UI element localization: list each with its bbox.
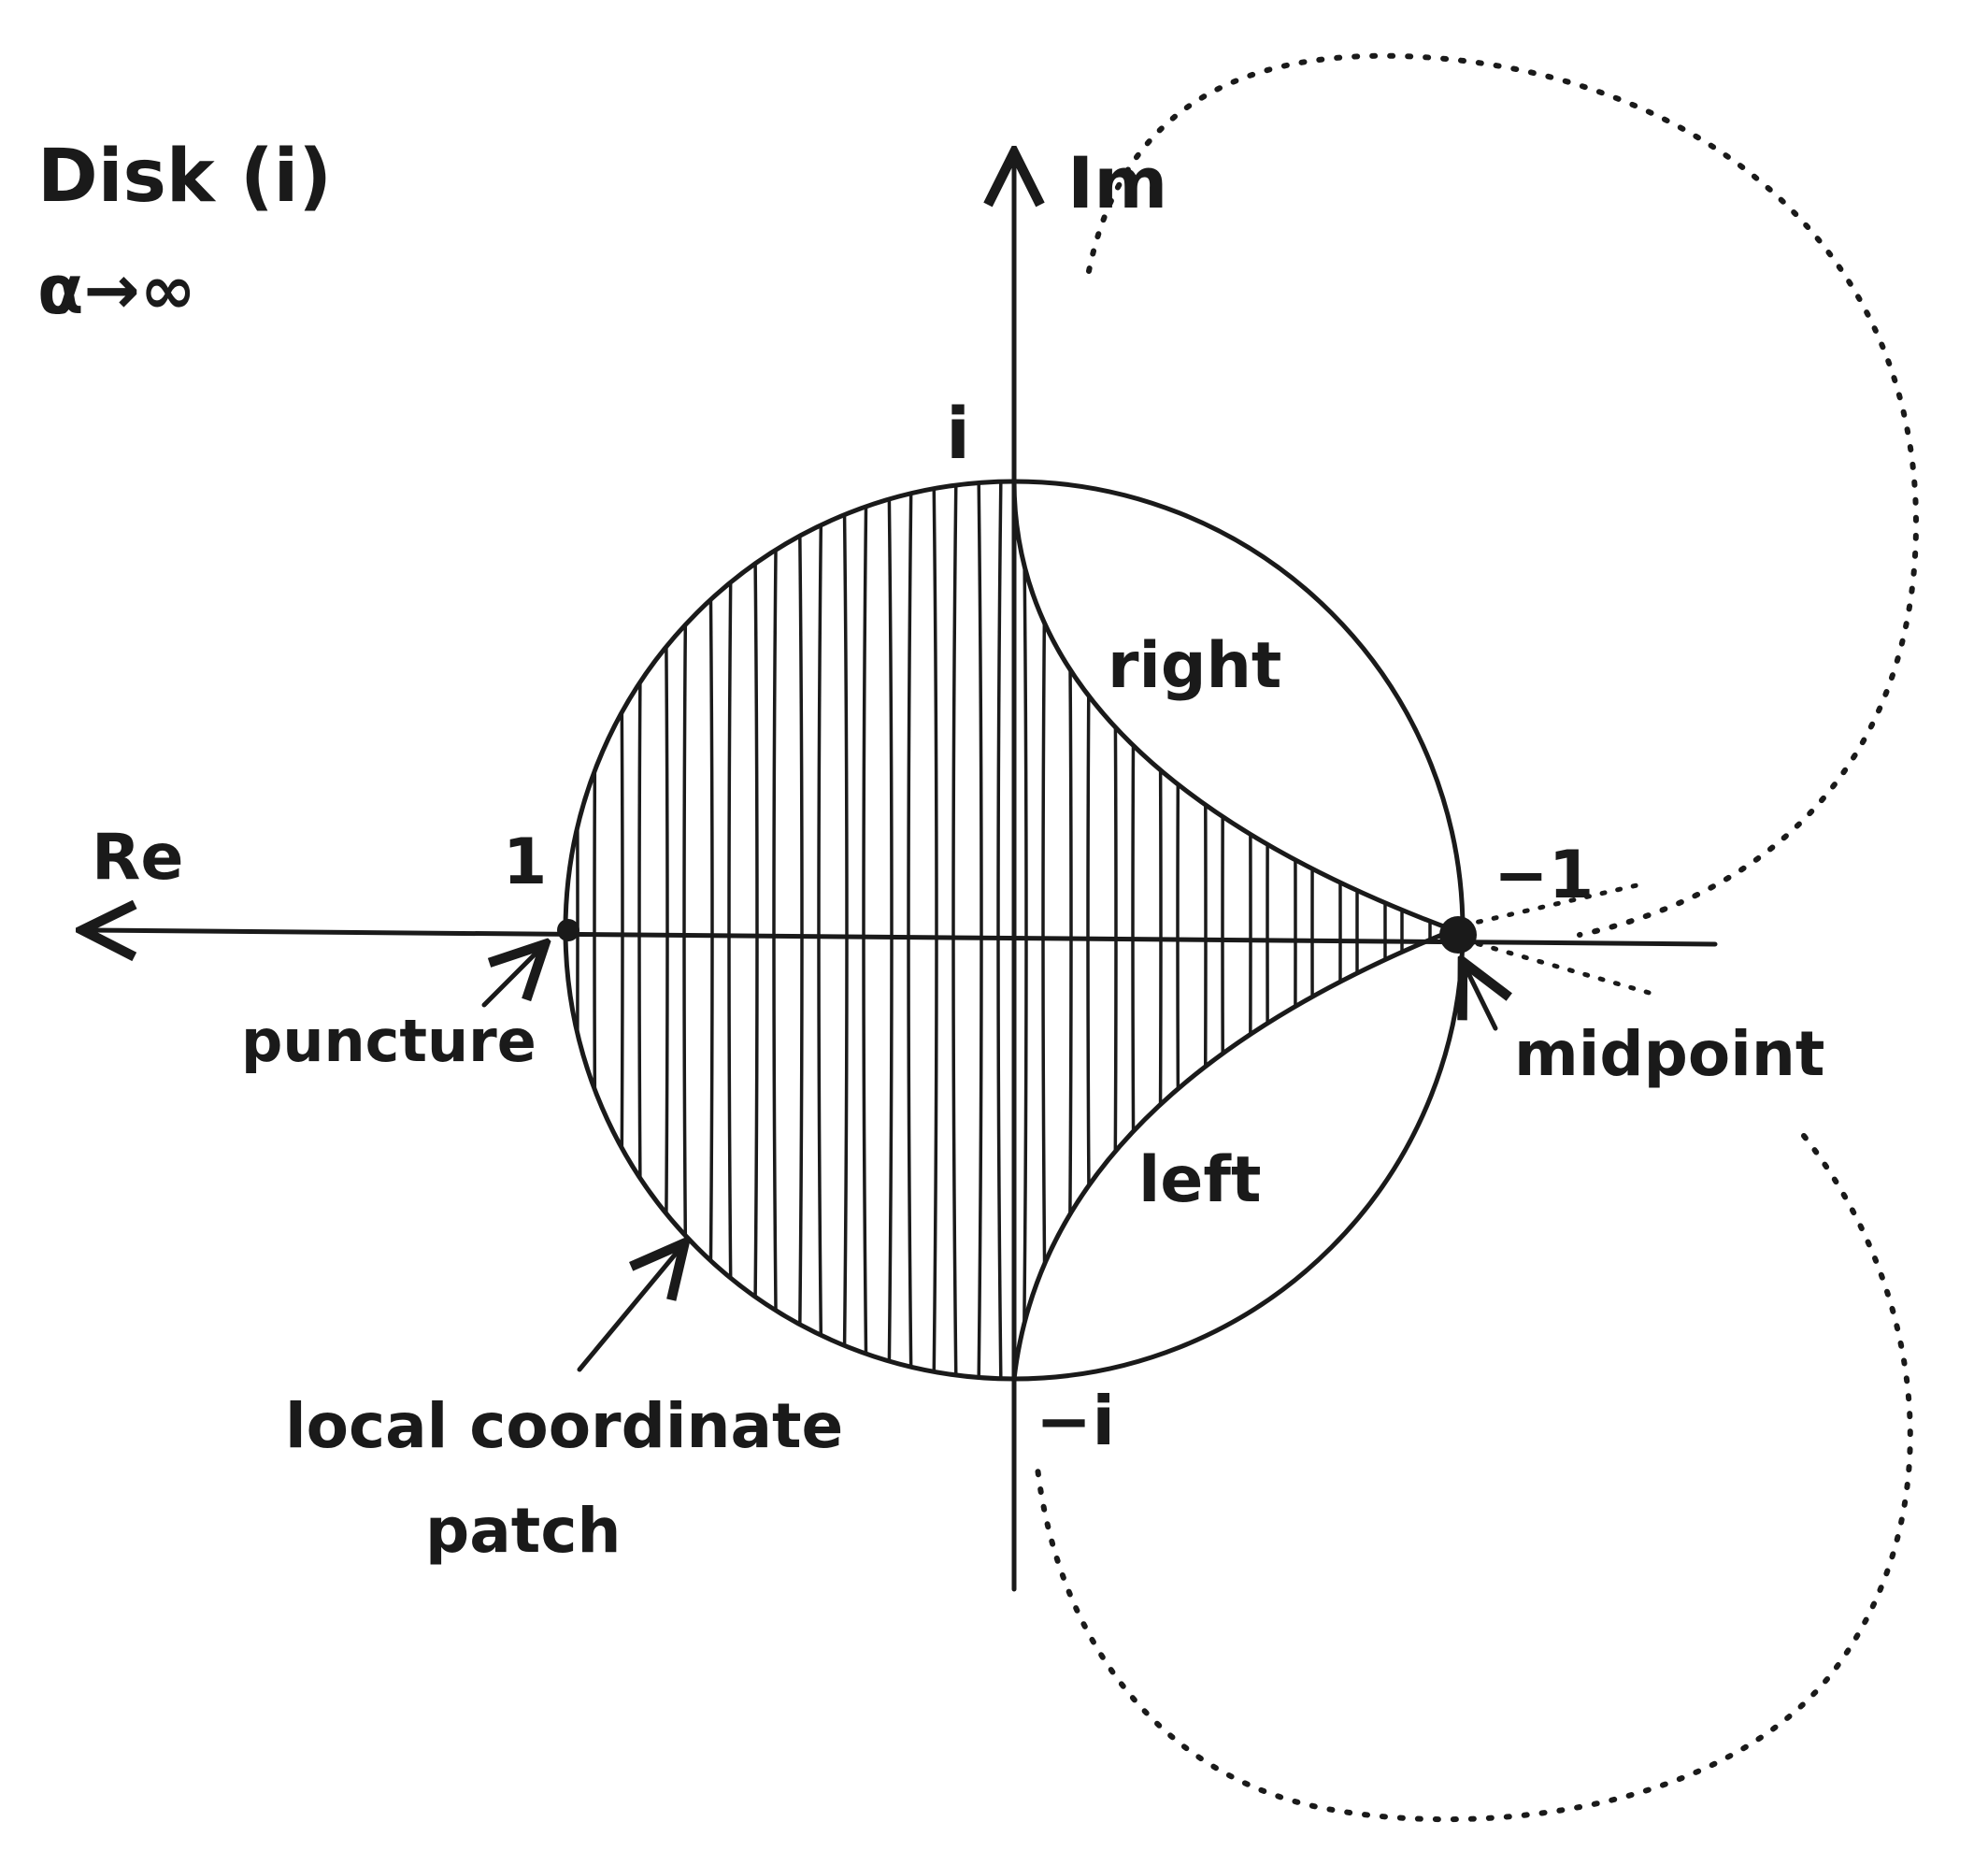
local-patch-label-line2: patch bbox=[425, 1495, 621, 1567]
hatch-line bbox=[1086, 481, 1093, 1379]
hatch-line bbox=[977, 481, 983, 1379]
point-one-label: 1 bbox=[503, 825, 547, 899]
hatch-line bbox=[1041, 481, 1048, 1379]
dotted-lower-circle bbox=[1035, 1133, 1913, 1823]
hatch-line bbox=[663, 481, 669, 1379]
hatch-line bbox=[996, 481, 1003, 1379]
hatch-line bbox=[752, 481, 759, 1379]
hatch-line bbox=[887, 481, 894, 1379]
hatch-line bbox=[1336, 481, 1342, 1379]
hatch-line bbox=[797, 481, 804, 1379]
point-minus-one-label: −1 bbox=[1494, 837, 1594, 913]
hatch-line bbox=[817, 481, 823, 1379]
hatch-line bbox=[1380, 481, 1387, 1379]
puncture-point bbox=[557, 919, 579, 941]
hatch-line bbox=[1022, 481, 1028, 1379]
local-patch-arrow bbox=[577, 1248, 680, 1372]
midpoint-point bbox=[1439, 916, 1477, 954]
point-i-label: i bbox=[946, 392, 970, 475]
dotted-upper-circle bbox=[1086, 52, 1919, 938]
imaginary-axis-label: Im bbox=[1067, 141, 1167, 224]
hatch-line bbox=[1246, 481, 1252, 1379]
dotted-tail-lower bbox=[1460, 937, 1662, 998]
hatch-line bbox=[1066, 481, 1073, 1379]
puncture-arrow bbox=[481, 949, 540, 1008]
midpoint-label: midpoint bbox=[1514, 1018, 1824, 1090]
puncture-label: puncture bbox=[241, 1007, 536, 1075]
hatch-line bbox=[1400, 481, 1407, 1379]
hatch-line bbox=[951, 481, 958, 1379]
hatch-line bbox=[727, 481, 734, 1379]
left-region-boundary bbox=[1011, 927, 1456, 1382]
left-region-label: left bbox=[1138, 1143, 1262, 1217]
hatch-line bbox=[1266, 481, 1272, 1379]
hatch-line bbox=[932, 481, 938, 1379]
hatch-line bbox=[1221, 481, 1227, 1379]
right-region-label: right bbox=[1108, 629, 1281, 703]
hatch-line bbox=[907, 481, 913, 1379]
hatch-line bbox=[637, 481, 644, 1379]
dotted-tail-upper bbox=[1460, 881, 1648, 928]
diagram-title: Disk (i) bbox=[37, 135, 332, 219]
midpoint-arrow bbox=[1466, 968, 1495, 1031]
hatch-line bbox=[1201, 481, 1208, 1379]
hatch-line bbox=[1310, 481, 1317, 1379]
right-region-boundary bbox=[1011, 479, 1456, 933]
hatch-line bbox=[682, 481, 689, 1379]
hatch-line bbox=[593, 481, 599, 1379]
hatch-line bbox=[708, 481, 714, 1379]
hatch-line bbox=[1156, 481, 1163, 1379]
hatch-line bbox=[618, 481, 624, 1379]
hatch-line bbox=[772, 481, 779, 1379]
alpha-limit-label: α→∞ bbox=[37, 251, 196, 329]
hatch-line bbox=[862, 481, 868, 1379]
hatch-line bbox=[1425, 481, 1432, 1379]
hatch-line bbox=[842, 481, 849, 1379]
hatch-line bbox=[1291, 481, 1297, 1379]
hatch-line bbox=[1355, 481, 1362, 1379]
hatch-line bbox=[1111, 481, 1118, 1379]
hatch-line bbox=[1131, 481, 1137, 1379]
hatch-line bbox=[1176, 481, 1182, 1379]
real-axis-label: Re bbox=[92, 821, 183, 895]
point-minus-i-label: −i bbox=[1036, 1382, 1115, 1460]
local-patch-label-line1: local coordinate bbox=[285, 1390, 843, 1462]
